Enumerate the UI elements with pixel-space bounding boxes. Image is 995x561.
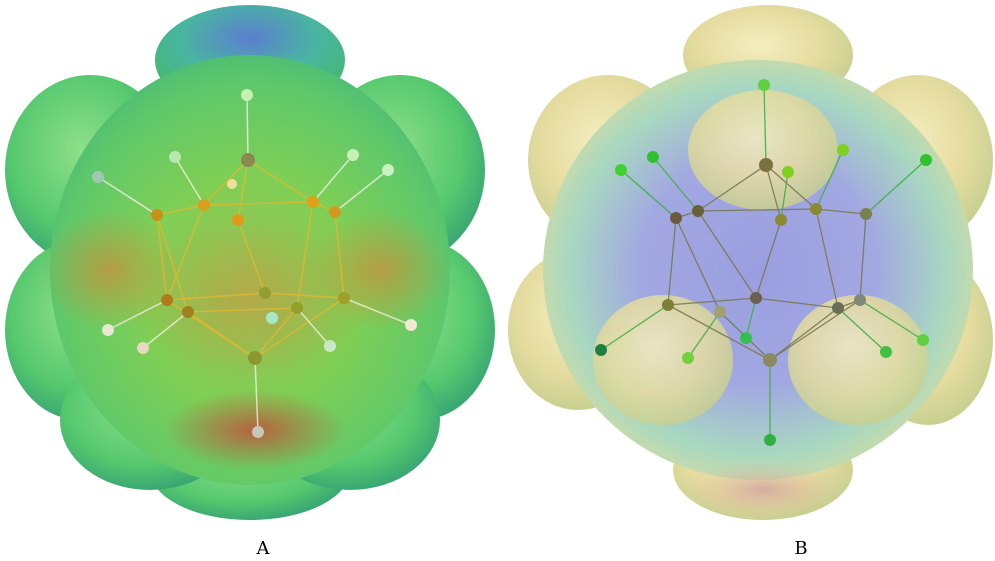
- panel-a-label: A: [256, 538, 270, 559]
- panel-a: A: [0, 0, 497, 561]
- panel-b: B: [498, 0, 995, 561]
- panel-b-label: B: [794, 538, 808, 559]
- molecule-surface-a-image: [5, 5, 495, 520]
- molecule-surface-b-image: [508, 5, 993, 520]
